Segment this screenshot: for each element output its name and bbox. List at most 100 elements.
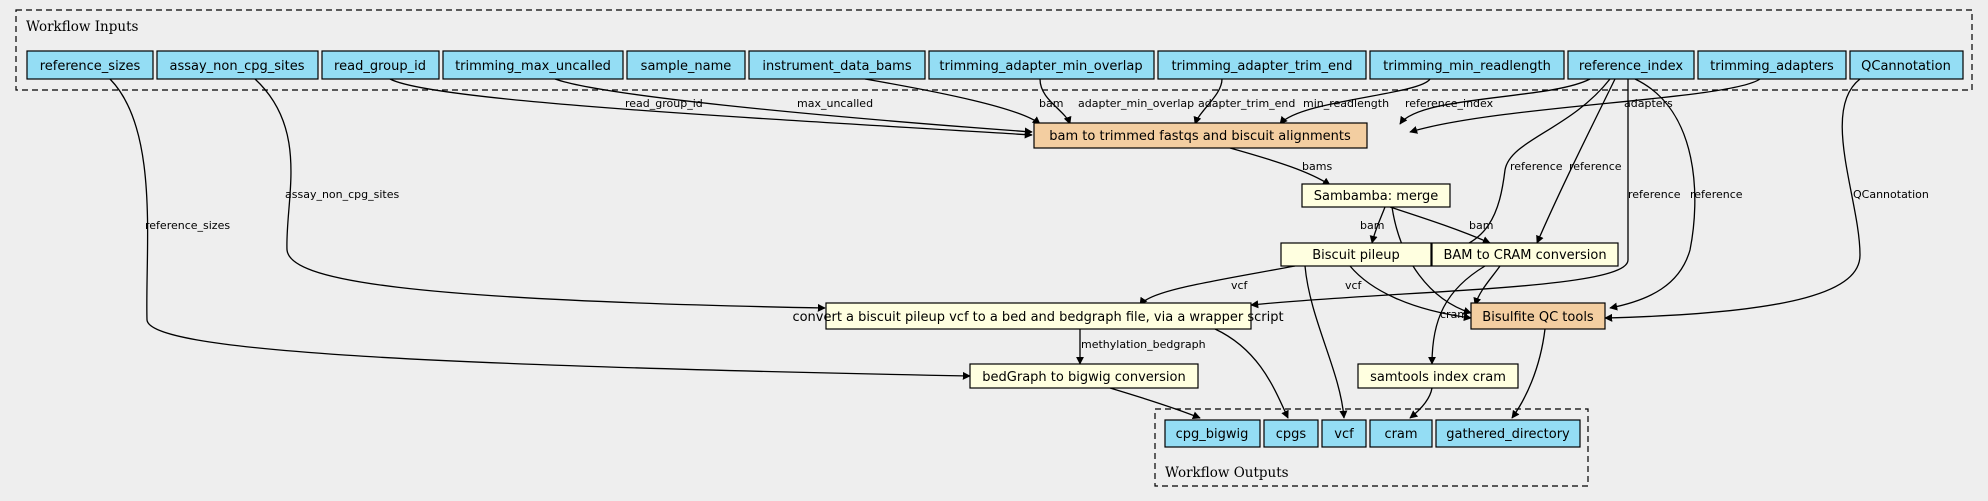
edge-instrument-bams	[864, 78, 1041, 125]
input-reference-sizes[interactable]: reference_sizes	[26, 50, 154, 80]
edge-label-bam-cram: bam	[1469, 219, 1493, 232]
input-reference-index[interactable]: reference_index	[1567, 50, 1695, 80]
svg-text:vcf: vcf	[1334, 427, 1354, 442]
input-instrument-data-bams[interactable]: instrument_data_bams	[748, 50, 926, 80]
edge-label-reference-2: reference	[1569, 160, 1622, 173]
edge-label-vcf-convert: vcf	[1231, 279, 1249, 292]
output-cpg-bigwig[interactable]: cpg_bigwig	[1164, 419, 1261, 448]
step-bisulfite-qc[interactable]: Bisulfite QC tools	[1470, 302, 1606, 330]
svg-text:bedGraph to bigwig conversion: bedGraph to bigwig conversion	[982, 370, 1185, 385]
step-bam-to-cram[interactable]: BAM to CRAM conversion	[1431, 242, 1619, 267]
edge-label-reference-4: reference	[1690, 188, 1743, 201]
edge-ref-cram	[1536, 78, 1616, 244]
svg-text:cpg_bigwig: cpg_bigwig	[1176, 427, 1249, 442]
svg-text:Biscuit pileup: Biscuit pileup	[1312, 248, 1400, 263]
svg-text:QCannotation: QCannotation	[1861, 59, 1951, 74]
edge-ref-convert	[1250, 78, 1629, 309]
edge-label-methylation-bedgraph: methylation_bedgraph	[1081, 338, 1206, 351]
svg-text:Sambamba: merge: Sambamba: merge	[1314, 189, 1439, 204]
edge-reference-index-trim	[1399, 78, 1591, 125]
svg-text:trimming_adapters: trimming_adapters	[1710, 59, 1834, 74]
edge-ref-pileup	[1430, 78, 1611, 257]
svg-text:convert a biscuit pileup vcf t: convert a biscuit pileup vcf to a bed an…	[792, 310, 1283, 325]
edge-cram-qc	[1473, 265, 1501, 306]
edge-assay-non-cpg	[254, 78, 826, 312]
svg-text:reference_index: reference_index	[1579, 59, 1683, 74]
edge-label-adapters: adapters	[1624, 97, 1673, 110]
edge-merge-pileup	[1369, 206, 1386, 244]
edge-ref-qc	[1609, 78, 1696, 311]
edges	[109, 78, 1861, 420]
edge-label-adapter-min-overlap: adapter_min_overlap	[1078, 97, 1194, 110]
edge-label-bams: bams	[1302, 160, 1332, 173]
workflow-outputs-cluster: Workflow Outputs	[1154, 408, 1589, 487]
input-assay-non-cpg-sites[interactable]: assay_non_cpg_sites	[156, 50, 319, 80]
svg-text:cram: cram	[1384, 427, 1417, 442]
edge-label-bam-pileup: bam	[1360, 219, 1384, 232]
step-sambamba-merge[interactable]: Sambamba: merge	[1301, 183, 1451, 208]
svg-text:samtools index cram: samtools index cram	[1370, 370, 1506, 385]
svg-text:gathered_directory: gathered_directory	[1446, 427, 1570, 442]
edge-trimming-adapters	[1409, 78, 1761, 134]
edge-convert-cpgs	[1214, 328, 1289, 419]
edge-bams	[1229, 147, 1331, 186]
svg-text:trimming_adapter_trim_end: trimming_adapter_trim_end	[1171, 59, 1352, 74]
input-qcannotation[interactable]: QCannotation	[1849, 50, 1964, 80]
edge-label-cram: cram	[1440, 308, 1468, 321]
edge-label-max-uncalled: max_uncalled	[797, 97, 873, 110]
step-bam-to-trimmed[interactable]: bam to trimmed fastqs and biscuit alignm…	[1033, 122, 1368, 149]
edge-merge-qc	[1391, 206, 1472, 315]
step-biscuit-pileup[interactable]: Biscuit pileup	[1280, 242, 1432, 267]
output-cram[interactable]: cram	[1369, 419, 1433, 448]
edge-label-assay-non-cpg-sites: assay_non_cpg_sites	[285, 188, 400, 201]
output-vcf[interactable]: vcf	[1321, 419, 1367, 448]
input-trimming-adapters[interactable]: trimming_adapters	[1697, 50, 1847, 80]
edge-label-bam: bam	[1039, 97, 1063, 110]
edge-labels: read_group_id max_uncalled bam adapter_m…	[145, 97, 1929, 351]
edge-adapter-min-overlap	[1039, 78, 1072, 125]
edge-label-reference-1: reference	[1510, 160, 1563, 173]
input-read-group-id[interactable]: read_group_id	[321, 50, 440, 80]
edge-label-read-group-id: read_group_id	[625, 97, 703, 110]
edge-min-readlength	[1279, 78, 1431, 125]
input-trimming-adapter-min-overlap[interactable]: trimming_adapter_min_overlap	[928, 50, 1155, 80]
edge-pileup-vcf-out	[1304, 265, 1348, 419]
edge-label-reference-sizes: reference_sizes	[145, 219, 230, 232]
edge-reference-sizes	[109, 78, 971, 380]
svg-text:cpgs: cpgs	[1276, 427, 1307, 442]
step-nodes: bam to trimmed fastqs and biscuit alignm…	[792, 122, 1619, 389]
step-convert-pileup[interactable]: convert a biscuit pileup vcf to a bed an…	[792, 302, 1284, 330]
edge-pileup-vcf-qc	[1349, 265, 1472, 322]
workflow-outputs-label: Workflow Outputs	[1165, 465, 1289, 481]
svg-text:instrument_data_bams: instrument_data_bams	[762, 59, 911, 74]
input-sample-name[interactable]: sample_name	[626, 50, 746, 80]
edge-index-cram-out	[1409, 387, 1433, 419]
edge-cram-index	[1428, 265, 1486, 365]
edge-merge-cram	[1389, 206, 1491, 244]
edge-pileup-vcf-convert	[1139, 265, 1296, 306]
edge-label-adapter-trim-end: adapter_trim_end	[1198, 97, 1295, 110]
edge-qcannotation	[1604, 78, 1861, 322]
input-trimming-min-readlength[interactable]: trimming_min_readlength	[1369, 50, 1565, 80]
input-trimming-adapter-trim-end[interactable]: trimming_adapter_trim_end	[1157, 50, 1367, 80]
edge-qc-gathered	[1511, 328, 1546, 419]
edge-read-group-id	[389, 78, 1033, 139]
edge-label-vcf-qc: vcf	[1345, 279, 1363, 292]
edge-label-reference-index: reference_index	[1405, 97, 1494, 110]
svg-text:assay_non_cpg_sites: assay_non_cpg_sites	[169, 59, 304, 74]
output-nodes: cpg_bigwig cpgs vcf cram gathered_direct…	[1164, 419, 1581, 448]
output-cpgs[interactable]: cpgs	[1263, 419, 1319, 448]
workflow-inputs-cluster: Workflow Inputs	[15, 9, 1973, 91]
input-trimming-max-uncalled[interactable]: trimming_max_uncalled	[442, 50, 624, 80]
svg-text:trimming_max_uncalled: trimming_max_uncalled	[455, 59, 611, 74]
edge-label-reference-3: reference	[1628, 188, 1681, 201]
svg-text:reference_sizes: reference_sizes	[40, 59, 141, 74]
step-bedgraph-to-bigwig[interactable]: bedGraph to bigwig conversion	[969, 363, 1199, 389]
edge-max-uncalled	[554, 78, 1033, 136]
output-gathered-directory[interactable]: gathered_directory	[1435, 419, 1581, 448]
edge-label-min-readlength: min_readlength	[1303, 97, 1389, 110]
svg-text:trimming_min_readlength: trimming_min_readlength	[1383, 59, 1551, 74]
step-samtools-index[interactable]: samtools index cram	[1357, 363, 1519, 389]
svg-text:bam to trimmed fastqs and bisc: bam to trimmed fastqs and biscuit alignm…	[1049, 129, 1351, 144]
